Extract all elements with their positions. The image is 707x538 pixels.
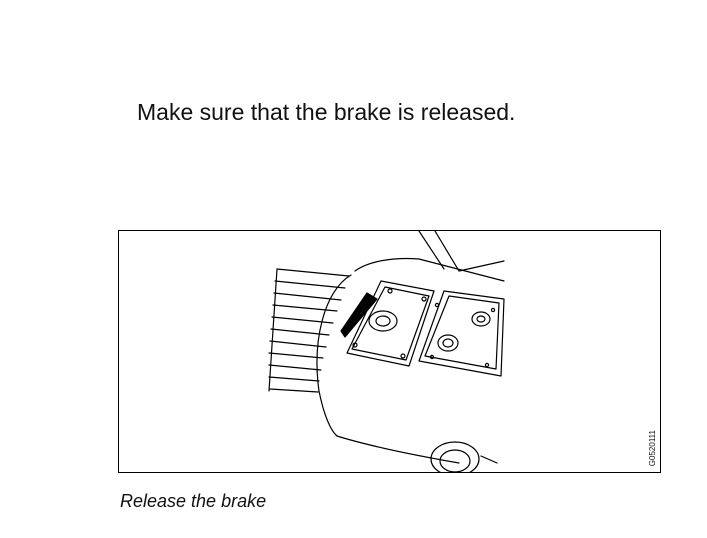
instruction-text: Make sure that the brake is released. — [137, 99, 516, 125]
figure-id-label: G0520111 — [648, 429, 657, 466]
brake-release-lever-illustration — [268, 231, 505, 472]
connection-plate — [418, 290, 505, 377]
bottom-opening — [430, 441, 498, 472]
brake-cover-plate — [340, 280, 435, 367]
main-body — [316, 231, 505, 464]
figure-caption: Release the brake — [120, 491, 267, 511]
motor-housing-ribs — [268, 268, 350, 393]
figure-frame: G0520111 — [118, 230, 661, 473]
